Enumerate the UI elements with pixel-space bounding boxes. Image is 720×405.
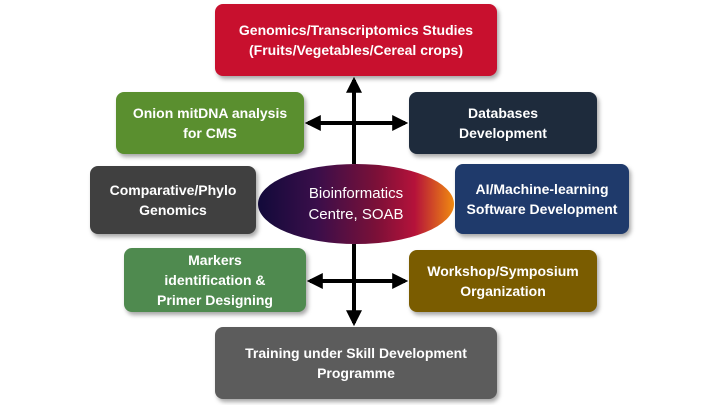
databases-box: Databases Development: [409, 92, 597, 154]
genomics-box: Genomics/Transcriptomics Studies (Fruits…: [215, 4, 497, 76]
markers-box: Markers identification & Primer Designin…: [124, 248, 306, 312]
onion-box: Onion mitDNA analysis for CMS: [116, 92, 304, 154]
bioinformatics-centre-ellipse: Bioinformatics Centre, SOAB: [258, 164, 454, 244]
comparative-label: Comparative/Phylo Genomics: [109, 182, 237, 218]
markers-label: Markers identification & Primer Designin…: [157, 252, 273, 308]
ai-label: AI/Machine-learning Software Development: [466, 181, 618, 217]
databases-label: Databases Development: [459, 105, 547, 141]
onion-label: Onion mitDNA analysis for CMS: [132, 105, 288, 141]
workshop-box: Workshop/Symposium Organization: [409, 250, 597, 312]
training-box: Training under Skill Development Program…: [215, 327, 497, 399]
center-label: Bioinformatics Centre, SOAB: [308, 185, 404, 223]
training-label: Training under Skill Development Program…: [245, 345, 467, 381]
workshop-label: Workshop/Symposium Organization: [427, 263, 579, 299]
genomics-label: Genomics/Transcriptomics Studies (Fruits…: [238, 22, 474, 58]
comparative-box: Comparative/Phylo Genomics: [90, 166, 256, 234]
ai-box: AI/Machine-learning Software Development: [455, 164, 629, 234]
